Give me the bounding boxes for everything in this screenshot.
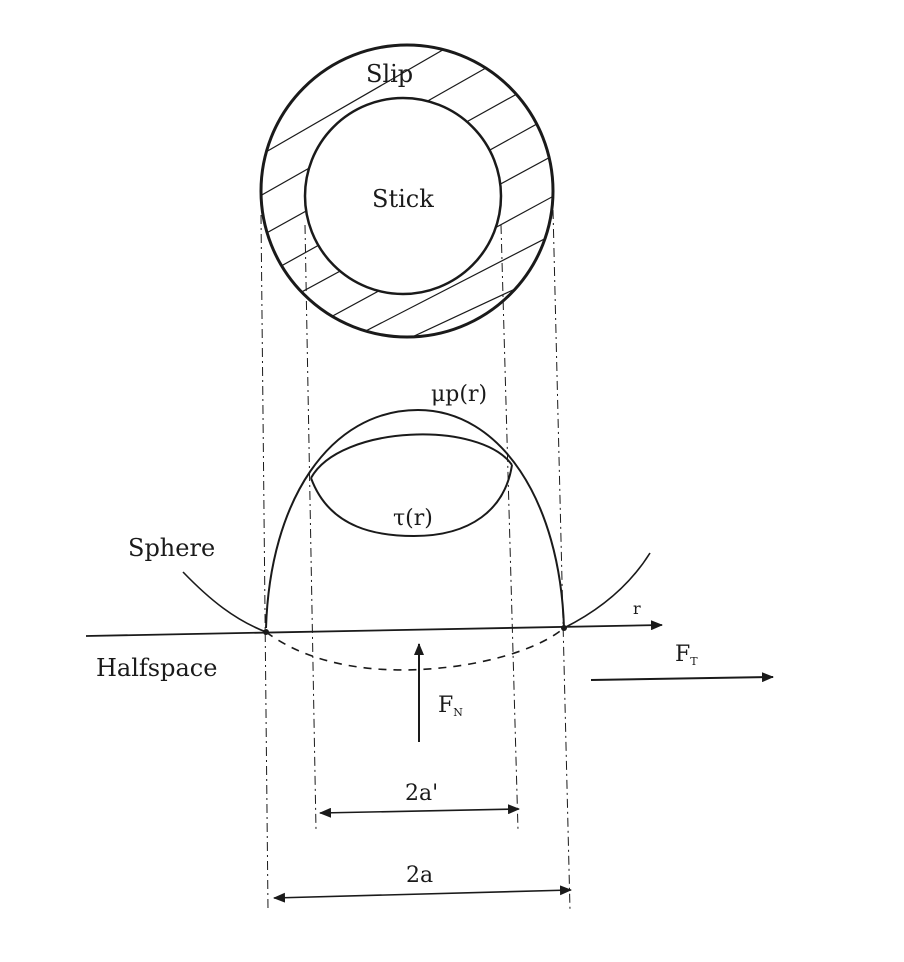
sphere-arc-solid-right [563,552,651,629]
stick-width-dimension [319,804,520,818]
stick-label: Stick [372,185,434,213]
tangential-force-subscript: T [690,655,698,668]
shear-stress-curve [310,464,513,538]
normal-force-symbol: F [438,693,453,718]
contact-edge-right-dot [561,625,567,631]
tangential-force-arrow [590,672,774,683]
halfspace-surface-line [85,620,663,637]
mu-p-cap-curve [310,433,513,479]
contact-width-label: 2a [406,863,433,888]
mu-p-label: μp(r) [431,382,487,407]
normal-force-label: FN [438,693,463,719]
r-axis-label: r [633,599,641,618]
sphere-arc-dashed [265,627,565,671]
normal-pressure-curve [265,408,565,629]
tau-label: τ(r) [393,506,433,531]
halfspace-label: Halfspace [96,654,217,682]
slip-zone-outer-circle [259,43,555,339]
stick-width-label: 2a' [405,781,438,806]
contact-width-dimension [273,885,572,903]
stick-zone-circle [303,96,503,296]
slip-label: Slip [366,60,413,88]
sphere-arc-solid-left [182,571,267,633]
sphere-label: Sphere [128,534,215,562]
normal-force-subscript: N [453,706,463,719]
projection-lines [260,209,571,911]
contact-area-top-view: Slip Stick [259,43,555,339]
tangential-force-label: FT [675,642,698,668]
contact-edge-left-dot [263,629,269,635]
tangential-force-symbol: F [675,642,690,667]
